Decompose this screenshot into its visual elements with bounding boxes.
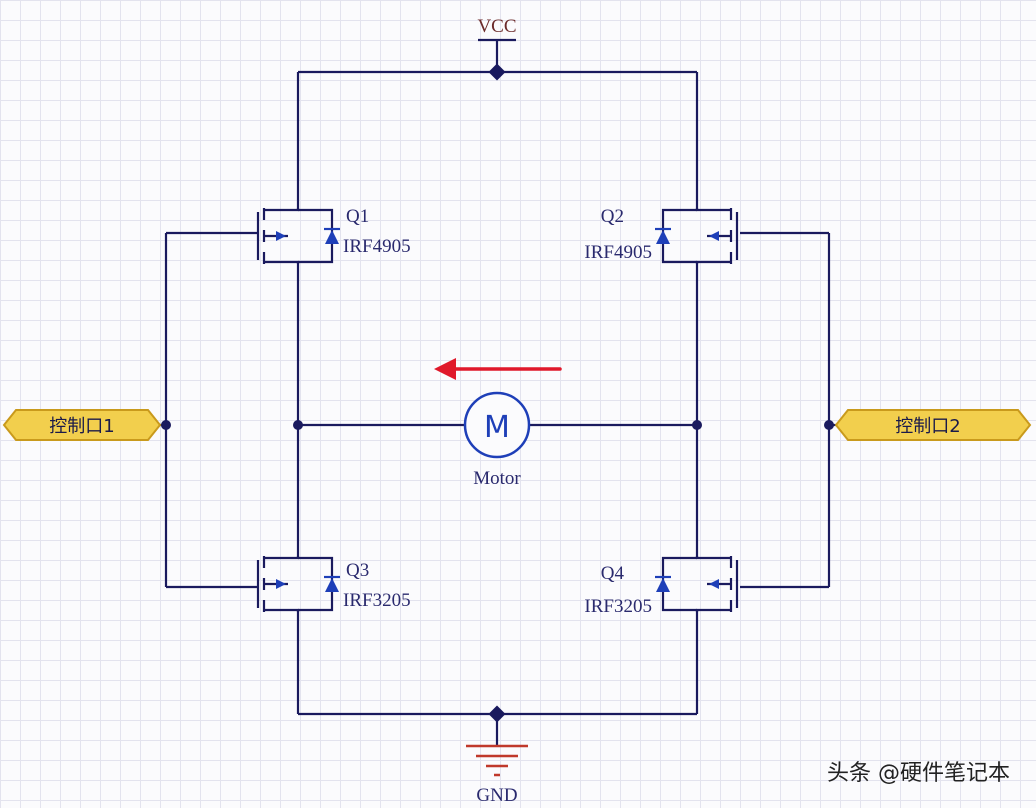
gnd-symbol: GND (466, 744, 528, 806)
q3-drain-stub (264, 556, 300, 560)
q4-ref: Q4 (601, 563, 625, 584)
q3-body-arrow (276, 579, 286, 589)
current-direction-arrow (434, 358, 562, 380)
motor-circle (463, 391, 531, 459)
q1-body-arrow (276, 231, 286, 241)
junction-port-right (824, 420, 834, 430)
port-right: 控制口2 (834, 409, 1032, 441)
q4-body-arrow (709, 579, 719, 589)
q1-ref: Q1 (346, 206, 369, 227)
q4-part: IRF3205 (584, 596, 652, 617)
q1-drain-stub (264, 208, 300, 212)
q4-source-stub (695, 608, 731, 612)
q2-ref: Q2 (601, 206, 624, 227)
q3-ref: Q3 (346, 560, 369, 581)
watermark: 头条 @硬件笔记本 (827, 761, 1010, 786)
gnd-label: GND (476, 785, 517, 806)
q4-drain-stub (695, 556, 731, 560)
q2-diode-triangle (656, 230, 670, 244)
port-left-label: 控制口1 (49, 416, 114, 437)
q3-diode-loop (298, 556, 334, 612)
q2-source-stub (695, 260, 731, 264)
q3-diode-triangle (325, 578, 339, 592)
junction-gnd (488, 705, 506, 723)
transistor-q2 (655, 208, 739, 264)
q1-part: IRF4905 (343, 236, 411, 257)
q2-body-arrow (709, 231, 719, 241)
transistor-q3 (256, 556, 340, 612)
q4-diode-loop (661, 556, 697, 612)
junctions (161, 63, 834, 723)
junction-port-left (161, 420, 171, 430)
vcc-label: VCC (477, 16, 516, 37)
q2-part: IRF4905 (584, 242, 652, 263)
junction-motor-right (692, 420, 702, 430)
q3-source-stub (264, 608, 300, 612)
motor: M Motor (463, 391, 531, 489)
vcc-symbol: VCC (477, 16, 517, 42)
port-left: 控制口1 (2, 409, 162, 441)
q1-diode-loop (298, 208, 334, 264)
motor-label: Motor (473, 468, 521, 489)
port-right-label: 控制口2 (895, 416, 960, 437)
junction-vcc (488, 63, 506, 81)
motor-symbol: M (484, 410, 510, 445)
q4-diode-triangle (656, 578, 670, 592)
q2-drain-stub (695, 208, 731, 212)
q1-diode-triangle (325, 230, 339, 244)
q1-source-stub (264, 260, 300, 264)
watermark-text: 头条 @硬件笔记本 (827, 761, 1010, 786)
transistor-q1 (256, 208, 340, 264)
transistor-q4 (655, 556, 739, 612)
junction-motor-left (293, 420, 303, 430)
q2-diode-loop (661, 208, 697, 264)
q3-part: IRF3205 (343, 590, 411, 611)
